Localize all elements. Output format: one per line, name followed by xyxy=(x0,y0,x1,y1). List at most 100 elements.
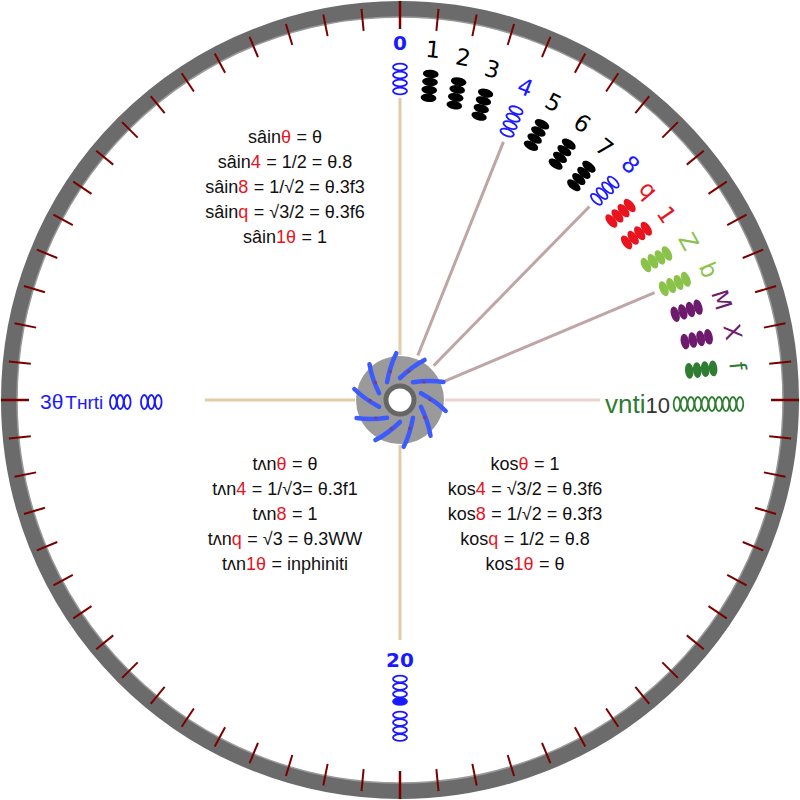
axis-line xyxy=(399,445,402,640)
arc-numeral: 7 xyxy=(590,134,617,163)
angle-argument: q xyxy=(232,530,242,550)
arc-numeral: 4 xyxy=(514,74,537,103)
count-oval xyxy=(695,397,702,411)
count-oval xyxy=(685,364,693,379)
radial-line xyxy=(418,142,504,356)
count-oval xyxy=(393,72,407,79)
tick-mark xyxy=(215,53,225,72)
tick-mark xyxy=(542,37,550,57)
arc-numeral: 5 xyxy=(541,88,566,117)
tick-mark xyxy=(250,743,258,763)
formula-value: = √3 = θ.3WW xyxy=(247,530,362,550)
hub-blade xyxy=(354,389,379,407)
center-hub xyxy=(354,353,445,447)
tick-mark xyxy=(53,575,72,585)
hub-blade xyxy=(413,381,443,382)
tick-mark xyxy=(15,472,37,476)
count-oval xyxy=(737,397,744,411)
tick-mark xyxy=(53,215,72,225)
tick-mark xyxy=(508,24,514,45)
tick-mark xyxy=(361,9,363,31)
count-oval xyxy=(674,397,681,411)
function-name: sâin xyxy=(248,128,281,148)
count-oval xyxy=(393,64,407,71)
tick-mark xyxy=(662,122,678,138)
bottom-numeral: 20 xyxy=(386,649,414,671)
count-oval xyxy=(422,86,437,94)
count-oval xyxy=(393,88,407,95)
arc-numeral: 2 xyxy=(454,44,473,72)
tick-mark xyxy=(250,37,258,57)
count-oval xyxy=(693,363,701,378)
angle-argument: q xyxy=(238,203,248,223)
hub-dot xyxy=(423,416,426,419)
formula-value: = 1 xyxy=(534,455,560,475)
hub-dot xyxy=(428,398,431,401)
tick-mark xyxy=(508,755,514,776)
arc-numeral: X xyxy=(718,322,746,343)
hub-dot xyxy=(422,380,425,383)
function-name: sâin xyxy=(205,178,238,198)
function-name: tʌn xyxy=(253,505,277,525)
tick-mark xyxy=(399,771,402,799)
tick-mark xyxy=(764,323,786,327)
count-oval xyxy=(688,333,697,348)
count-oval xyxy=(658,281,670,296)
tick-mark xyxy=(687,151,704,165)
hub-blade xyxy=(421,407,431,436)
arc-numeral: 6 xyxy=(569,109,595,138)
formula-value: = √3/2 = θ.3f6 xyxy=(254,203,365,223)
count-oval xyxy=(523,140,538,152)
count-oval xyxy=(716,397,723,411)
count-oval xyxy=(709,361,717,376)
tick-mark xyxy=(215,727,225,746)
tick-mark xyxy=(73,182,91,194)
hub-blade xyxy=(369,364,379,393)
radial-line xyxy=(434,206,590,365)
tick-mark xyxy=(15,323,37,327)
tick-mark xyxy=(472,15,476,37)
tick-mark xyxy=(755,508,776,514)
tick-mark xyxy=(708,606,726,618)
axis-line xyxy=(205,399,355,402)
hub-blade xyxy=(404,418,413,447)
arc-numeral: b xyxy=(694,258,723,281)
formula-value: = inphiniti xyxy=(271,555,348,575)
count-oval xyxy=(155,395,162,409)
function-name: sâin xyxy=(205,203,238,223)
tick-mark xyxy=(323,15,327,37)
count-oval xyxy=(702,397,709,411)
radial-line xyxy=(444,293,654,382)
formula-line: tʌn1θ= inphiniti xyxy=(222,555,348,575)
tick-mark xyxy=(708,182,726,194)
hub-blade xyxy=(400,360,425,378)
number-digits: 10 xyxy=(645,394,669,418)
tick-mark xyxy=(575,727,585,746)
formula-line: kosq= 1/2 = θ.8 xyxy=(460,530,590,550)
function-name: sâin xyxy=(243,228,276,248)
tick-mark xyxy=(764,472,786,476)
tick-mark xyxy=(9,361,31,363)
count-oval xyxy=(730,397,737,411)
tick-mark xyxy=(436,769,438,791)
count-oval xyxy=(701,362,709,377)
number-word: vnti xyxy=(605,390,645,419)
angle-argument: 8 xyxy=(476,505,486,525)
count-oval xyxy=(421,94,436,102)
formula-line: tʌn8= 1 xyxy=(253,505,318,525)
tick-mark xyxy=(182,708,194,726)
arc-numeral: 1 xyxy=(651,202,680,228)
hub-dot xyxy=(407,370,410,373)
formula-line: kos8= 1/√2 = θ.3f3 xyxy=(448,505,602,525)
angle-argument: 8 xyxy=(277,505,287,525)
tick-mark xyxy=(73,606,91,618)
hub-dot xyxy=(368,399,371,402)
count-oval xyxy=(124,395,131,409)
tick-mark xyxy=(24,286,45,292)
function-name: tʌn xyxy=(212,480,236,500)
count-oval xyxy=(704,329,713,344)
count-oval xyxy=(117,395,124,409)
count-oval xyxy=(604,214,618,229)
count-oval xyxy=(680,334,689,349)
